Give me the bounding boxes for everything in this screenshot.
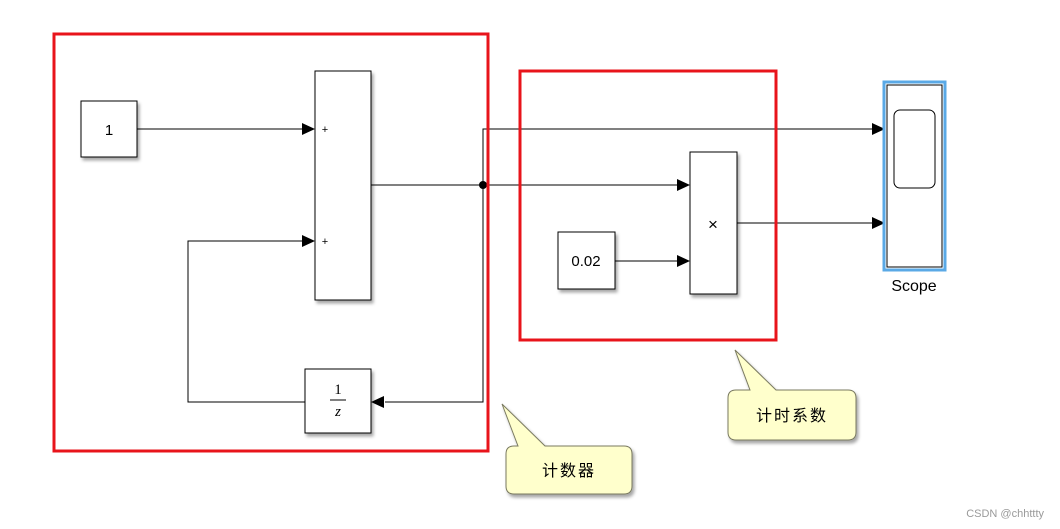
watermark: CSDN @chhttty <box>966 508 1044 520</box>
unit-delay-block-body[interactable] <box>304 368 372 434</box>
arrowhead <box>371 396 384 408</box>
constant-block-002-body[interactable] <box>557 231 616 290</box>
scope-block[interactable]: Scope <box>882 80 947 295</box>
signal-delay-feedback[interactable] <box>187 240 305 403</box>
sum-port-1-sign: + <box>322 124 328 136</box>
time-coefficient-callout-bubble[interactable] <box>727 349 857 441</box>
arrowhead <box>302 235 315 247</box>
scope-label: Scope <box>891 278 936 295</box>
sum-block[interactable]: + + <box>314 70 372 301</box>
unit-delay-block[interactable]: 1 z <box>304 368 372 434</box>
time-coefficient-callout[interactable] <box>727 349 857 441</box>
signal-lines <box>137 123 885 408</box>
counter-callout[interactable] <box>501 403 633 495</box>
arrowhead <box>872 217 885 229</box>
constant-block-1-body[interactable] <box>80 100 138 158</box>
product-symbol: × <box>708 215 718 234</box>
sum-port-2-sign: + <box>322 236 328 248</box>
time-coefficient-region-highlight <box>518 69 778 342</box>
sum-block-body[interactable] <box>314 70 372 301</box>
signal-branch-to-scope[interactable] <box>482 128 872 185</box>
product-block[interactable]: × <box>689 151 738 295</box>
signal-branch-to-delay[interactable] <box>385 185 484 403</box>
constant-block-1[interactable]: 1 <box>80 100 138 158</box>
scope-selection-highlight <box>882 80 947 272</box>
unit-delay-denominator: z <box>334 404 341 420</box>
counter-region-highlight <box>52 32 490 453</box>
product-block-body[interactable] <box>689 151 738 295</box>
unit-delay-numerator: 1 <box>334 382 342 398</box>
counter-callout-text: 计数器 <box>542 461 596 480</box>
arrowhead <box>872 123 885 135</box>
arrowhead <box>302 123 315 135</box>
constant-block-002[interactable]: 0.02 <box>557 231 616 290</box>
time-coefficient-callout-text: 计时系数 <box>756 406 828 425</box>
constant-block-1-value: 1 <box>105 122 113 139</box>
counter-callout-bubble[interactable] <box>501 403 633 495</box>
scope-icon <box>893 109 936 189</box>
arrowhead <box>677 179 690 191</box>
constant-block-002-value: 0.02 <box>571 253 600 270</box>
arrowhead <box>677 255 690 267</box>
